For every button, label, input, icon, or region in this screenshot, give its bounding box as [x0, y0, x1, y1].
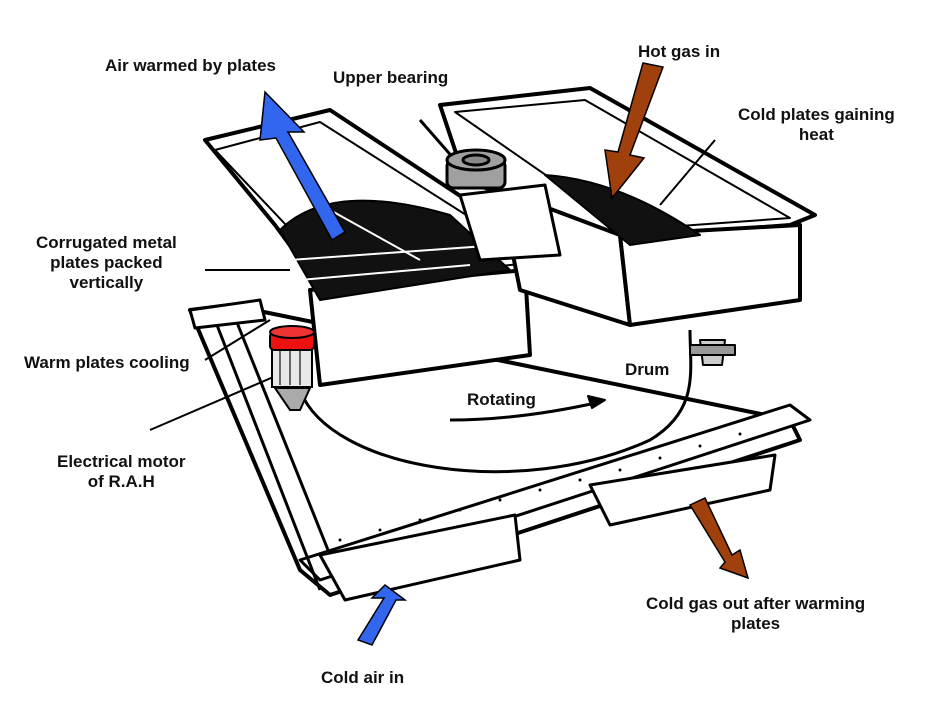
- label-cold-air-in: Cold air in: [321, 668, 405, 687]
- label-drum: Drum: [625, 360, 670, 379]
- drum: [298, 329, 693, 474]
- hot-gas-in-arrow: [604, 62, 665, 200]
- label-motor: Electrical motor of R.A.H: [57, 452, 186, 491]
- rotating-arrow: [449, 400, 601, 422]
- label-warm-plates: Warm plates cooling: [24, 353, 190, 372]
- label-rotating: Rotating: [467, 390, 536, 409]
- electrical-motor: [269, 325, 315, 411]
- label-corrugated: Corrugated metal plates packed verticall…: [36, 233, 177, 292]
- cold-air-in-arrow: [356, 584, 408, 646]
- cold-gas-out-arrow: [688, 497, 750, 580]
- air-warmed-arrow: [259, 90, 347, 242]
- label-cold-gas-out: Cold gas out after warming plates: [646, 594, 866, 633]
- label-hot-gas-in: Hot gas in: [638, 42, 721, 61]
- upper-bearing: [445, 148, 507, 190]
- label-upper-bearing: Upper bearing: [333, 68, 449, 87]
- label-air-warmed: Air warmed by plates: [105, 56, 277, 75]
- label-cold-plates: Cold plates gaining heat: [738, 105, 895, 144]
